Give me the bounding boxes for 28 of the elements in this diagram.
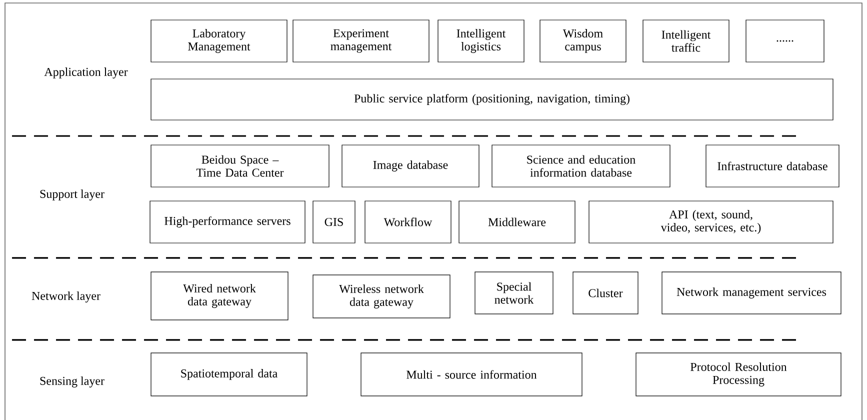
component-box: Infrastructure database [706, 144, 840, 188]
component-box: Intelligent logistics [438, 20, 524, 62]
component-box: GIS [312, 200, 356, 244]
component-box: API (text, sound, video, services, etc.) [588, 200, 834, 244]
component-box: Experiment management [292, 20, 430, 62]
component-box: Image database [342, 144, 480, 188]
component-box: Beidou Space – Time Data Center [150, 144, 330, 188]
layer-label: Support layer [40, 190, 104, 200]
component-box: Special network [474, 272, 554, 314]
component-box: Spatiotemporal data [150, 352, 308, 396]
component-box: Public service platform (positioning, navigation, timing) [150, 78, 834, 120]
component-box: High-performance servers [150, 200, 306, 244]
component-box: Workflow [364, 200, 452, 244]
component-box: Network management services [662, 272, 842, 314]
component-box: ...... [746, 20, 824, 62]
component-box: Wired network data gateway [150, 272, 288, 320]
component-box: Protocol Resolution Processing [636, 352, 842, 396]
component-box: Intelligent traffic [642, 20, 730, 62]
layer-label: Sensing layer [40, 376, 104, 388]
layer-label: Network layer [32, 292, 100, 302]
component-box: Science and education information database [492, 144, 670, 188]
component-box: Multi - source information [360, 352, 582, 396]
component-box: Middleware [458, 200, 576, 244]
component-box: Cluster [572, 272, 638, 314]
layer-label: Application layer [44, 68, 128, 78]
component-box: Wireless network data gateway [312, 274, 450, 318]
component-box: Wisdom campus [540, 20, 626, 62]
component-box: Laboratory Management [150, 20, 288, 62]
